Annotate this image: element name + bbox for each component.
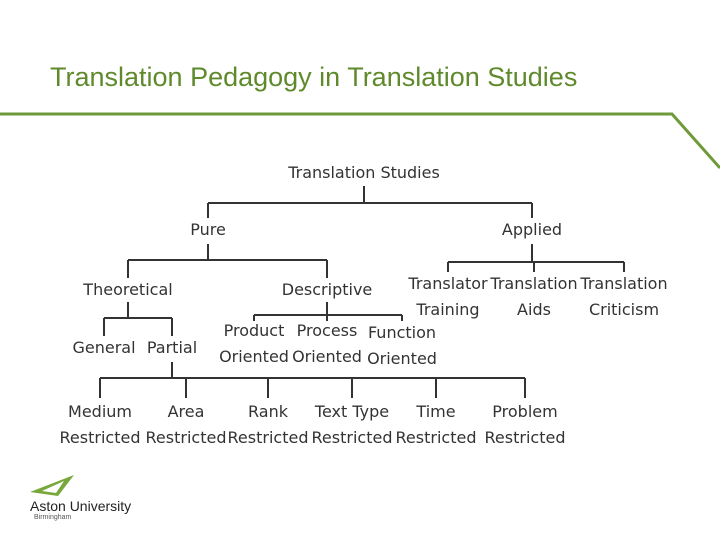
- node-applied: Applied: [501, 220, 563, 239]
- node-partial: Partial: [146, 338, 198, 357]
- logo-subtitle: Birmingham: [34, 514, 72, 521]
- node-pure: Pure: [190, 220, 226, 239]
- node-theoretical: Theoretical: [83, 280, 173, 299]
- logo-name: Aston University: [30, 498, 132, 514]
- tree-connectors: [99, 186, 625, 398]
- node-general: General: [72, 338, 136, 357]
- slide-title: Translation Pedagogy in Translation Stud…: [50, 62, 578, 92]
- title-underline: [0, 112, 720, 169]
- aston-triangle-logo-icon: [30, 475, 74, 496]
- node-descriptive: Descriptive: [281, 280, 373, 299]
- node-translation-studies: Translation Studies: [288, 163, 440, 182]
